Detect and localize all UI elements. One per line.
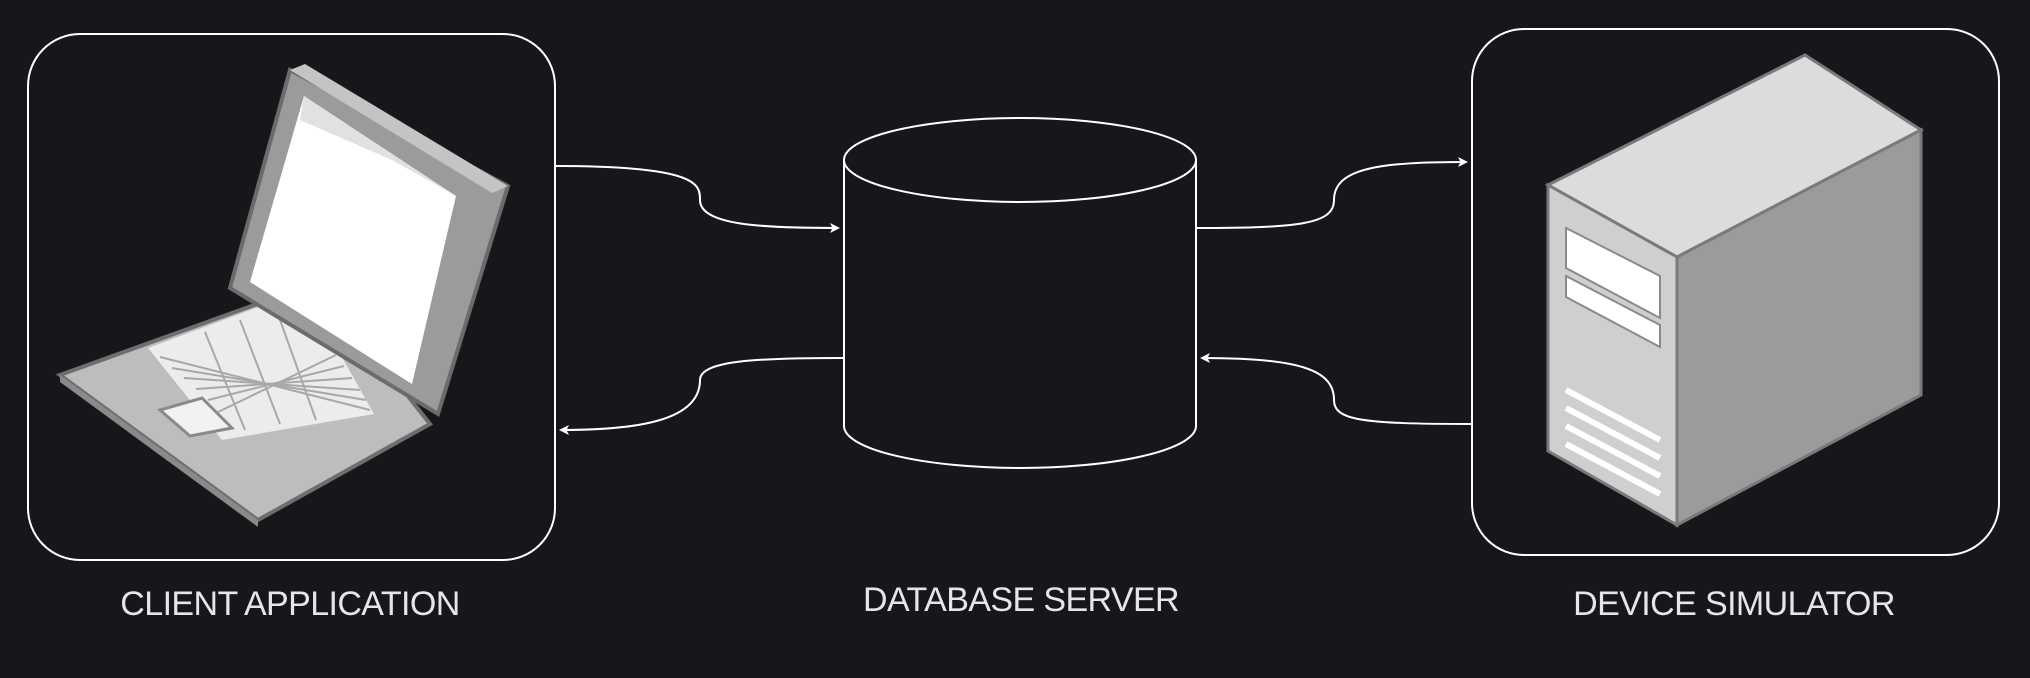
arrow-device-to-database bbox=[1200, 353, 1473, 425]
device-frame bbox=[1471, 28, 2000, 556]
database-cylinder bbox=[843, 117, 1197, 469]
server-tower-icon bbox=[1544, 53, 1924, 528]
arrow-client-to-database bbox=[554, 165, 840, 233]
arrow-database-to-device bbox=[1195, 157, 1468, 229]
client-node bbox=[27, 33, 556, 561]
device-node bbox=[1471, 28, 2000, 556]
database-node bbox=[843, 117, 1197, 469]
arrow-database-to-client bbox=[559, 357, 845, 435]
client-application-label: CLIENT APPLICATION bbox=[120, 585, 460, 623]
laptop-icon bbox=[55, 64, 511, 527]
database-server-label: DATABASE SERVER bbox=[863, 581, 1180, 619]
client-frame bbox=[27, 33, 556, 561]
device-simulator-label: DEVICE SIMULATOR bbox=[1573, 585, 1895, 623]
